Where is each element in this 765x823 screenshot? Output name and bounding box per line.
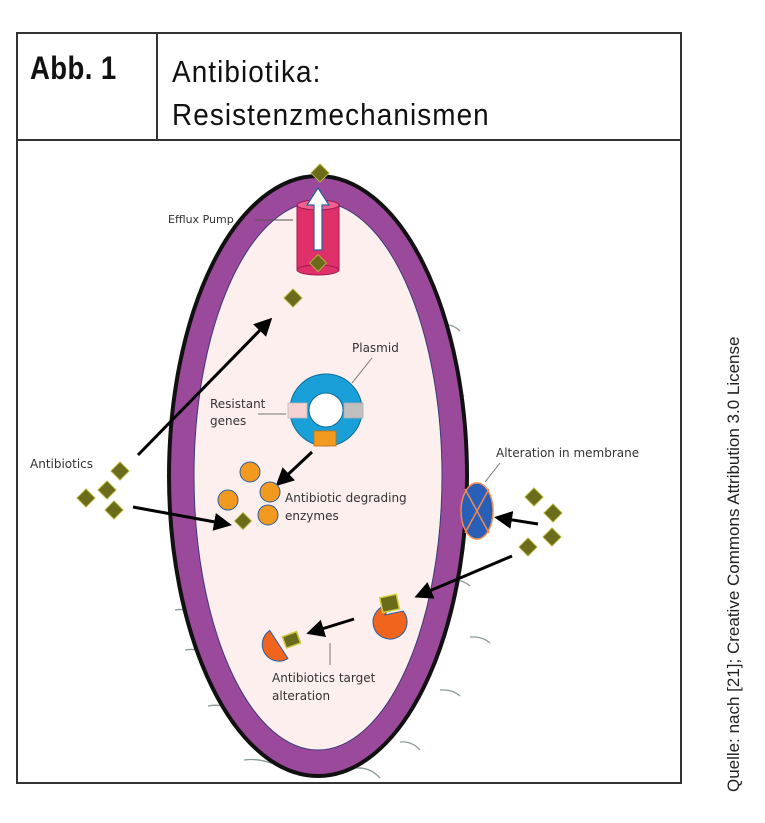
figure-label: Abb. 1 [30, 50, 117, 86]
header-vertical-divider [156, 32, 158, 140]
resistant-gene-2 [343, 402, 364, 419]
plasmid [287, 373, 364, 447]
enzyme [259, 481, 281, 503]
cytoplasm [193, 201, 443, 751]
resistant-genes-label-line1: Resistant [210, 397, 266, 411]
plasmid-to-enzyme-arrow [275, 450, 314, 487]
target-altered-arrow [306, 617, 355, 638]
plasmid-leader [351, 357, 373, 384]
figure-title-line1: Antibiotika: [172, 54, 322, 89]
header-divider [16, 139, 682, 141]
figure-title-line2: Resistenzmechanismen [172, 97, 490, 132]
target-altered [261, 629, 302, 662]
efflux-pump-label: Efflux Pump [168, 213, 234, 226]
target-bound [372, 593, 408, 640]
enzyme [239, 461, 261, 483]
figure-title: Antibiotika: Resistenzmechanismen [172, 50, 490, 136]
target-alteration-label-line2: alteration [272, 689, 330, 703]
resistant-gene-1 [287, 402, 308, 419]
degrading-enzymes-label-line2: enzymes [285, 509, 339, 523]
figure-frame [16, 32, 682, 784]
target-entry-arrow [414, 554, 513, 599]
degrading-enzymes [217, 461, 281, 526]
entry-arrow [136, 317, 273, 457]
efflux-pump [296, 186, 340, 276]
target-alteration-label-line1: Antibiotics target [272, 671, 376, 685]
antibiotics-label: Antibiotics [30, 457, 93, 471]
plasmid-label: Plasmid [352, 341, 399, 355]
blocked-entry-arrow [494, 510, 539, 529]
degrading-enzymes-label-line1: Antibiotic degrading [285, 491, 407, 505]
membrane-alteration [460, 482, 494, 540]
enzyme [217, 489, 239, 511]
resistant-genes-label-line2: genes [210, 414, 246, 428]
efflux-arrow-icon [305, 186, 331, 251]
enzyme [257, 504, 279, 526]
resistant-gene-3 [313, 430, 337, 447]
membrane-alteration-label: Alteration in membrane [496, 446, 639, 460]
entry-to-enzyme-arrow [132, 505, 232, 531]
membrane-alteration-leader [484, 462, 501, 483]
